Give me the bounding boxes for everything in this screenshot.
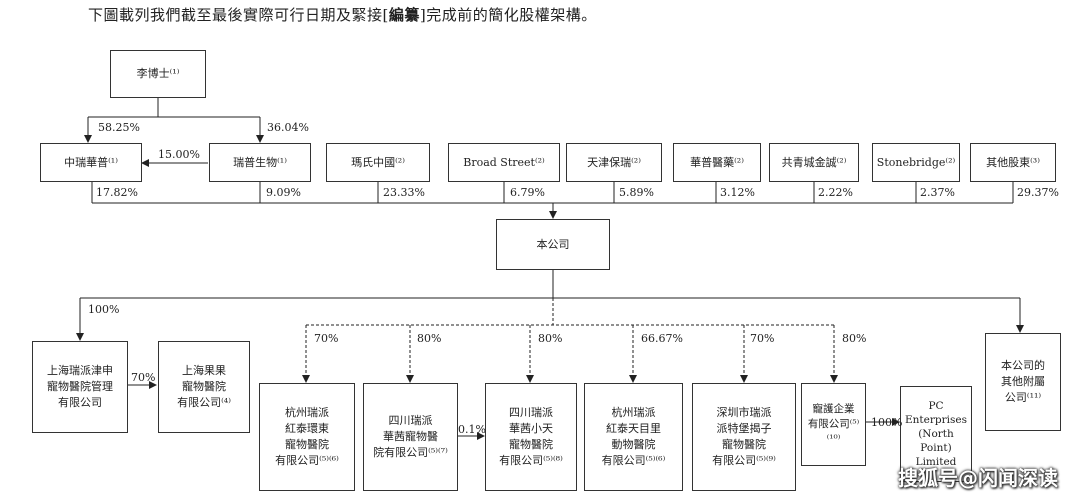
node-tianjin-baorui: 天津保瑞⁽²⁾ [566, 143, 662, 182]
pct-ruipu-company: 9.09% [266, 186, 301, 199]
pct-chonghu-pc: 100% [871, 416, 903, 429]
pct-shruipai-guoguo: 70% [131, 371, 156, 384]
node-li-bo-shi: 李博士⁽¹⁾ [110, 50, 206, 98]
node-chonghu-enterprise: 寵護企業 有限公司⁽⁵⁾⁽¹⁰⁾ [801, 383, 866, 466]
pct-ruipu-zhongrui: 15.00% [158, 148, 200, 161]
pct-others-company: 29.37% [1017, 186, 1059, 199]
node-other-shareholders: 其他股東⁽³⁾ [970, 143, 1056, 182]
node-gongqingcheng: 共青城金誠⁽²⁾ [769, 143, 859, 182]
pct-tianjin-company: 5.89% [619, 186, 654, 199]
watermark: 搜狐号@闪闻深读 [898, 466, 1058, 490]
node-broad-street: Broad Street⁽²⁾ [448, 143, 560, 182]
node-sichuan-huaxi-xiaotian: 四川瑞派 華茜小天 寵物醫院 有限公司⁽⁵⁾⁽⁸⁾ [485, 383, 577, 491]
pct-zhongrui-company: 17.82% [96, 186, 138, 199]
pct-li-ruipu: 36.04% [267, 121, 309, 134]
pct-stonebridge-company: 2.37% [920, 186, 955, 199]
node-zhongrui-huapu: 中瑞華普⁽¹⁾ [40, 143, 142, 182]
intro-text: 下圖載列我們截至最後實際可行日期及緊接[編纂]完成前的簡化股權架構。 [88, 6, 597, 24]
pct-company-chonghu: 80% [842, 332, 867, 345]
node-shanghai-guoguo: 上海果果 寵物醫院 有限公司⁽⁴⁾ [158, 341, 250, 433]
pct-broad-company: 6.79% [510, 186, 545, 199]
pct-company-hongtai: 70% [314, 332, 339, 345]
node-pc-enterprises: PC Enterprises (North Point) Limited [900, 386, 972, 482]
node-sichuan-huaxi: 四川瑞派 華茜寵物醫 院有限公司⁽⁵⁾⁽⁷⁾ [363, 383, 458, 491]
pct-huapu-company: 3.12% [720, 186, 755, 199]
pct-company-shruipai: 100% [88, 303, 120, 316]
pct-company-xiaotian: 80% [538, 332, 563, 345]
pct-gongqing-company: 2.22% [818, 186, 853, 199]
pct-mashi-company: 23.33% [383, 186, 425, 199]
pct-company-tianmu: 66.67% [641, 332, 683, 345]
pct-company-huaxi: 80% [417, 332, 442, 345]
node-shenzhen-paitebao: 深圳市瑞派 派特堡揭子 寵物醫院 有限公司⁽⁵⁾⁽⁹⁾ [692, 383, 796, 491]
pct-li-zhongrui: 58.25% [98, 121, 140, 134]
node-huapu-pharma: 華普醫藥⁽²⁾ [673, 143, 761, 182]
node-shanghai-ruipai-jinshen: 上海瑞派津申 寵物醫院管理 有限公司 [32, 341, 128, 433]
node-mashi-china: 瑪氏中國⁽²⁾ [326, 143, 430, 182]
node-hangzhou-hongtai-tianmuli: 杭州瑞派 紅泰天目里 動物醫院 有限公司⁽⁵⁾⁽⁶⁾ [584, 383, 683, 491]
node-ruipu-bio: 瑞普生物⁽¹⁾ [209, 143, 311, 182]
pct-company-tebao: 70% [750, 332, 775, 345]
node-stonebridge: Stonebridge⁽²⁾ [872, 143, 960, 182]
node-company: 本公司 [496, 219, 610, 270]
node-hangzhou-hongtai-huandong: 杭州瑞派 紅泰環東 寵物醫院 有限公司⁽⁵⁾⁽⁶⁾ [259, 383, 355, 491]
pct-huaxi-xiaotian: 0.1% [458, 423, 486, 436]
node-other-subsidiaries: 本公司的 其他附屬 公司⁽¹¹⁾ [985, 333, 1061, 431]
